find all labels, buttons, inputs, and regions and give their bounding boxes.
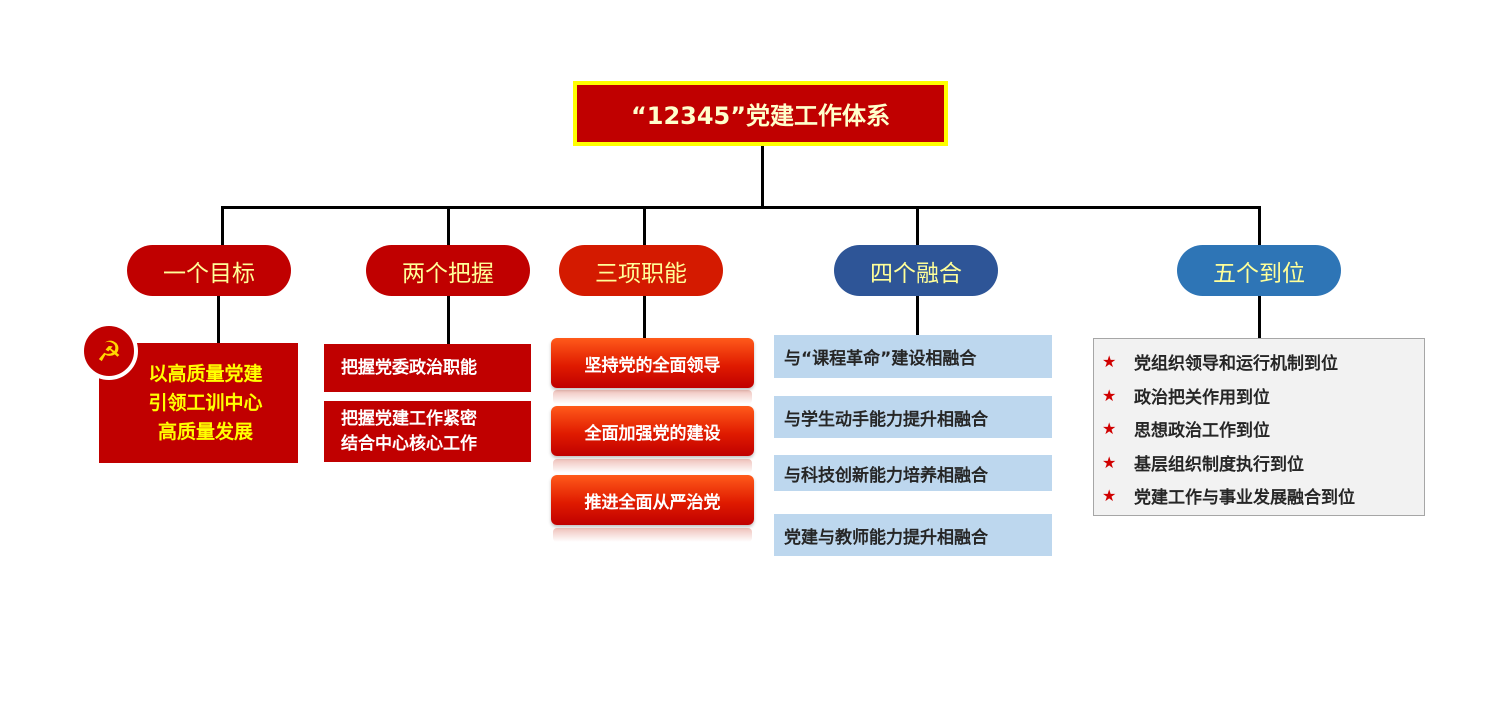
connector — [1258, 296, 1261, 338]
connector — [761, 146, 764, 206]
function-item: 全面加强党的建设 — [551, 406, 754, 456]
grasp-text: 把握党建工作紧密 — [341, 408, 477, 429]
list-item-text: 基层组织制度执行到位 — [1134, 454, 1304, 475]
connector — [916, 206, 919, 246]
category-functions: 三项职能 — [559, 245, 723, 296]
reflection — [553, 390, 752, 404]
star-icon: ★ — [1102, 352, 1117, 372]
grasp-text: 结合中心核心工作 — [341, 433, 477, 454]
star-icon: ★ — [1102, 452, 1117, 472]
in-place-list: ★ 党组织领导和运行机制到位 ★ 政治把关作用到位 ★ 思想政治工作到位 ★ 基层组织制… — [1093, 338, 1425, 516]
grasp-text: 把握党委政治职能 — [341, 357, 477, 378]
integration-item: 与“课程革命”建设相融合 — [774, 335, 1052, 378]
reflection — [553, 528, 752, 542]
connector — [1258, 206, 1261, 246]
connector — [447, 296, 450, 344]
reflection — [553, 459, 752, 473]
integration-item: 与学生动手能力提升相融合 — [774, 396, 1052, 438]
goal-line: 高质量发展 — [157, 420, 253, 443]
connector — [643, 296, 646, 338]
list-item-text: 党组织领导和运行机制到位 — [1134, 354, 1338, 375]
list-item: ★ 党组织领导和运行机制到位 — [1102, 345, 1424, 379]
star-icon: ★ — [1102, 486, 1117, 506]
list-item-text: 党建工作与事业发展融合到位 — [1134, 488, 1355, 509]
connector — [221, 206, 1261, 209]
star-icon: ★ — [1102, 385, 1117, 405]
root-title: “12345”党建工作体系 — [573, 81, 948, 146]
list-item: ★ 党建工作与事业发展融合到位 — [1102, 479, 1424, 513]
connector — [916, 296, 919, 335]
connector — [447, 206, 450, 246]
list-item-text: 政治把关作用到位 — [1134, 387, 1270, 408]
connector — [217, 296, 220, 343]
star-icon: ★ — [1102, 419, 1117, 439]
goal-line: 引领工训中心 — [148, 391, 263, 414]
grasp-item: 把握党建工作紧密 结合中心核心工作 — [324, 401, 531, 462]
list-item: ★ 思想政治工作到位 — [1102, 412, 1424, 446]
connector — [643, 206, 646, 246]
function-item: 推进全面从严治党 — [551, 475, 754, 525]
integration-item: 与科技创新能力培养相融合 — [774, 455, 1052, 491]
goal-box: 以高质量党建 引领工训中心 高质量发展 — [99, 343, 298, 463]
party-emblem-icon: ☭ — [80, 322, 138, 380]
category-goal: 一个目标 — [127, 245, 291, 296]
list-item-text: 思想政治工作到位 — [1134, 421, 1270, 442]
integration-item: 党建与教师能力提升相融合 — [774, 514, 1052, 556]
goal-line: 以高质量党建 — [148, 362, 263, 385]
category-integration: 四个融合 — [834, 245, 998, 296]
list-item: ★ 基层组织制度执行到位 — [1102, 446, 1424, 480]
grasp-item: 把握党委政治职能 — [324, 344, 531, 392]
list-item: ★ 政治把关作用到位 — [1102, 379, 1424, 413]
category-in-place: 五个到位 — [1177, 245, 1341, 296]
function-item: 坚持党的全面领导 — [551, 338, 754, 388]
connector — [221, 206, 224, 246]
category-grasp: 两个把握 — [366, 245, 530, 296]
